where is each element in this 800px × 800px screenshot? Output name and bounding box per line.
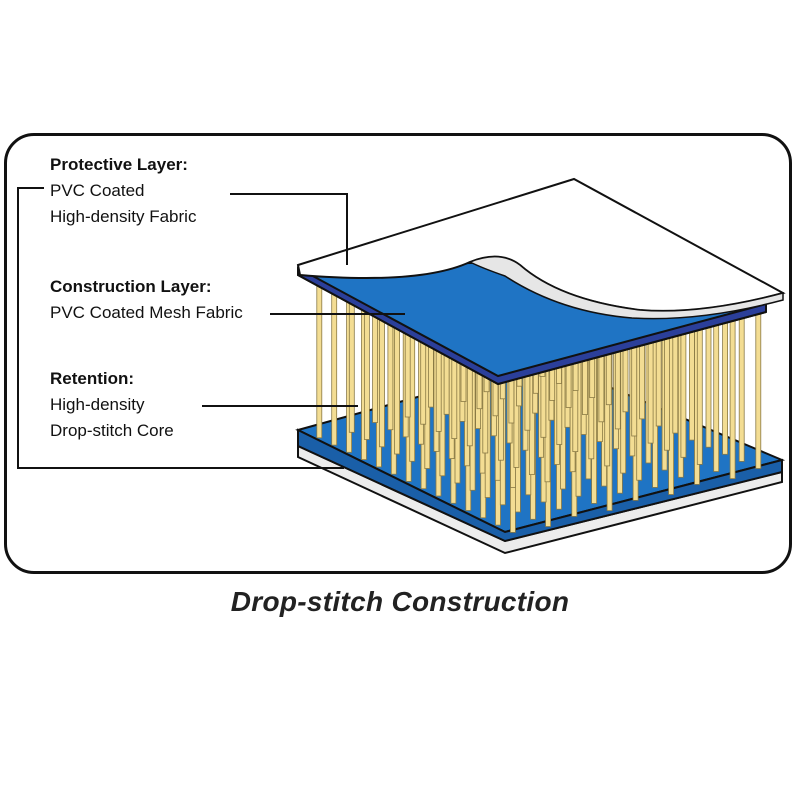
label-retention: Retention: High-density Drop-stitch Core [50,366,174,444]
label-line: PVC Coated Mesh Fabric [50,303,243,322]
top-fabric-edge [297,266,767,386]
stitch-thread [316,281,323,439]
label-line: High-density Fabric [50,207,197,226]
diagram-caption: Drop-stitch Construction [230,586,570,617]
label-line: High-density [50,395,145,414]
label-heading: Protective Layer: [50,155,188,174]
stitch-thread [331,288,338,446]
bottom-fabric-edge [297,428,783,543]
label-heading: Retention: [50,369,135,388]
stitch-thread [729,306,736,479]
label-heading: Construction Layer: [50,277,212,296]
label-protective-layer: Protective Layer: PVC Coated High-densit… [50,152,196,230]
label-line: PVC Coated [50,181,145,200]
peeled-coating-underside [468,256,784,320]
label-construction-layer: Construction Layer: PVC Coated Mesh Fabr… [50,274,243,326]
diagram-frame [4,133,792,574]
leader-line-protective [230,193,348,265]
bracket-line [17,187,344,469]
stitch-thread [755,294,762,469]
label-line: Drop-stitch Core [50,421,174,440]
